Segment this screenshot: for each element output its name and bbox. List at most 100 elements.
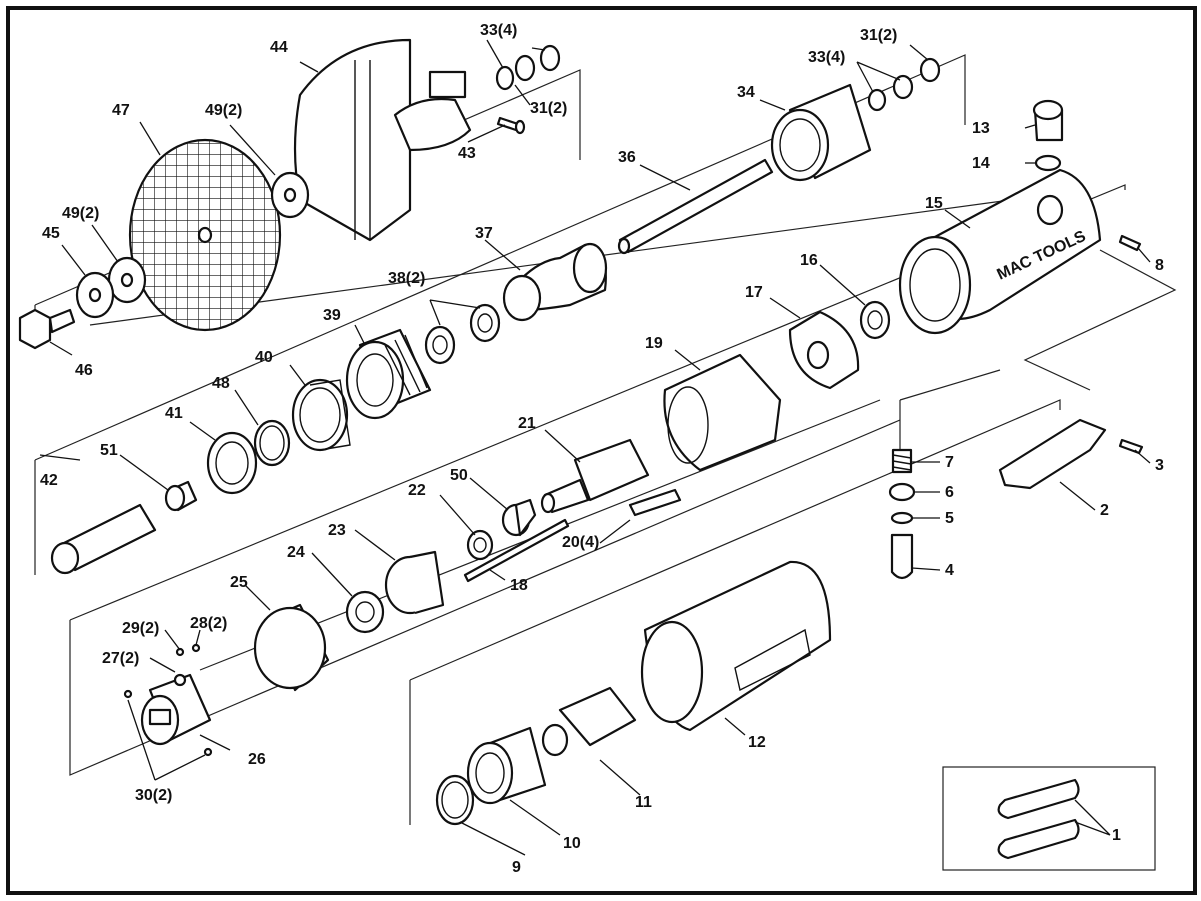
part-43-screw [496,116,526,135]
label-12: 12 [748,734,766,751]
part-47-mesh-disc [128,138,282,332]
label-45: 45 [42,225,60,242]
label-11: 11 [635,794,652,811]
label-46: 46 [75,362,93,379]
part-9-gasket [435,774,475,826]
part-1-wrenches [997,778,1080,860]
part-2-throttle-lever [998,418,1107,490]
part-22-bearing [466,529,494,561]
label-26: 26 [248,751,266,768]
label-16: 16 [800,252,818,269]
part-36-shaft [617,158,774,255]
label-51: 51 [100,442,118,459]
part-39-knurled-nut [345,328,432,420]
part-51-bushing [164,480,198,512]
label-31-right: 31(2) [860,27,897,44]
part-44-guard [293,38,472,242]
part-17-end-plate [788,310,860,390]
part-12-rear-housing [640,560,832,732]
label-34: 34 [737,84,755,101]
label-31-top: 31(2) [530,100,567,117]
label-30: 30(2) [135,787,172,804]
part-33-washers-top [495,44,561,91]
part-24-bearing [345,590,385,634]
label-38: 38(2) [388,270,425,287]
part-5-o-ring [890,511,914,525]
label-42: 42 [40,472,58,489]
part-21-rotor [540,438,650,514]
label-9: 9 [512,859,521,876]
part-20-vanes [628,488,682,517]
part-27-29-28-30-fasteners [123,643,213,757]
part-26-rear-housing [140,673,212,746]
part-19-cylinder [663,353,782,472]
label-19: 19 [645,335,663,352]
label-41: 41 [165,405,183,422]
label-44: 44 [270,39,288,56]
part-46-bolt [18,308,76,350]
label-18: 18 [510,577,528,594]
label-39: 39 [323,307,341,324]
label-49-top: 49(2) [205,102,242,119]
part-42-extension [50,503,157,575]
part-38-bearing-b [469,303,501,343]
part-labels: 1 2 3 4 5 6 7 8 9 10 11 12 13 14 15 16 1… [40,22,1164,876]
part-18-pin [463,518,570,583]
label-17: 17 [745,284,763,301]
label-24: 24 [287,544,305,561]
part-40-ring [291,378,351,452]
part-37-spindle [502,242,608,322]
label-22: 22 [408,482,426,499]
part-34-ring-nut [770,83,872,182]
label-10: 10 [563,835,581,852]
part-10-inlet-bushing [466,726,547,805]
part-6-valve [888,482,916,502]
part-48-snap-ring [253,419,291,467]
label-43: 43 [458,145,476,162]
label-49-left: 49(2) [62,205,99,222]
label-25: 25 [230,574,248,591]
label-15: 15 [925,195,943,212]
part-25-cap [253,603,330,692]
part-45-washer [75,271,115,319]
label-1: 1 [1112,827,1121,844]
label-6: 6 [945,484,954,501]
part-33-washers-right [867,57,941,112]
label-33-right: 33(4) [808,49,845,66]
label-36: 36 [618,149,636,166]
label-27: 27(2) [102,650,139,667]
label-47: 47 [112,102,130,119]
label-8: 8 [1155,257,1164,274]
part-41-collar [206,431,258,495]
label-2: 2 [1100,502,1109,519]
label-23: 23 [328,522,346,539]
part-14-o-ring [1034,154,1062,172]
part-8-pin [1118,234,1142,252]
part-13-inlet-plug [1032,99,1064,142]
label-3: 3 [1155,457,1164,474]
part-49-washer-a [270,171,310,219]
label-4: 4 [945,562,954,579]
part-11-regulator [541,686,637,757]
label-40: 40 [255,349,273,366]
label-37: 37 [475,225,493,242]
label-33-top: 33(4) [480,22,517,39]
part-23-end-plate [384,550,445,615]
leader-lines [39,39,1151,856]
label-28: 28(2) [190,615,227,632]
label-7: 7 [945,454,954,471]
label-21: 21 [518,415,536,432]
part-50-bearing [501,498,537,537]
part-4-valve-pin [890,533,914,580]
label-20: 20(4) [562,534,599,551]
part-49-washer-b [107,256,147,304]
label-14: 14 [972,155,990,172]
label-13: 13 [972,120,990,137]
part-7-spring [891,448,913,474]
label-50: 50 [450,467,468,484]
label-29: 29(2) [122,620,159,637]
label-5: 5 [945,510,954,527]
part-38-bearing-a [424,325,456,365]
part-16-bearing [859,300,891,340]
